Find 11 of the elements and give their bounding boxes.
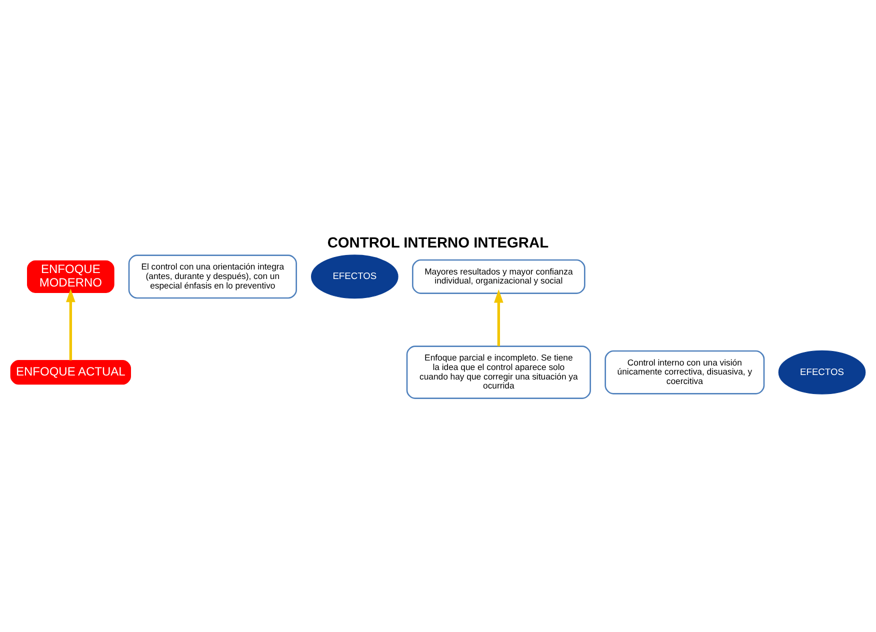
node-ellipse: EFECTOS: [778, 350, 866, 394]
node-box: Control interno con una visión únicamente correctiva, disuasiva, y coercitiva: [604, 350, 765, 394]
node-ellipse: EFECTOS: [311, 254, 398, 299]
node-box: El control con una orientación integra (antes, durante y después), con un especial énfasis en lo preventivo: [128, 254, 297, 299]
diagram-title: CONTROL INTERNO INTEGRAL: [327, 235, 549, 252]
arrow: [494, 289, 504, 346]
node-box: ENFOQUE ACTUAL: [10, 360, 131, 385]
arrow: [66, 288, 76, 360]
node-box: Enfoque parcial e incompleto. Se tiene la idea que el control aparece solo cuando hay que corregir una situación ya ocurrida: [406, 346, 591, 399]
node-box: ENFOQUE MODERNO: [27, 260, 114, 293]
node-box: Mayores resultados y mayor confianza individual, organizacional y social: [412, 259, 586, 294]
